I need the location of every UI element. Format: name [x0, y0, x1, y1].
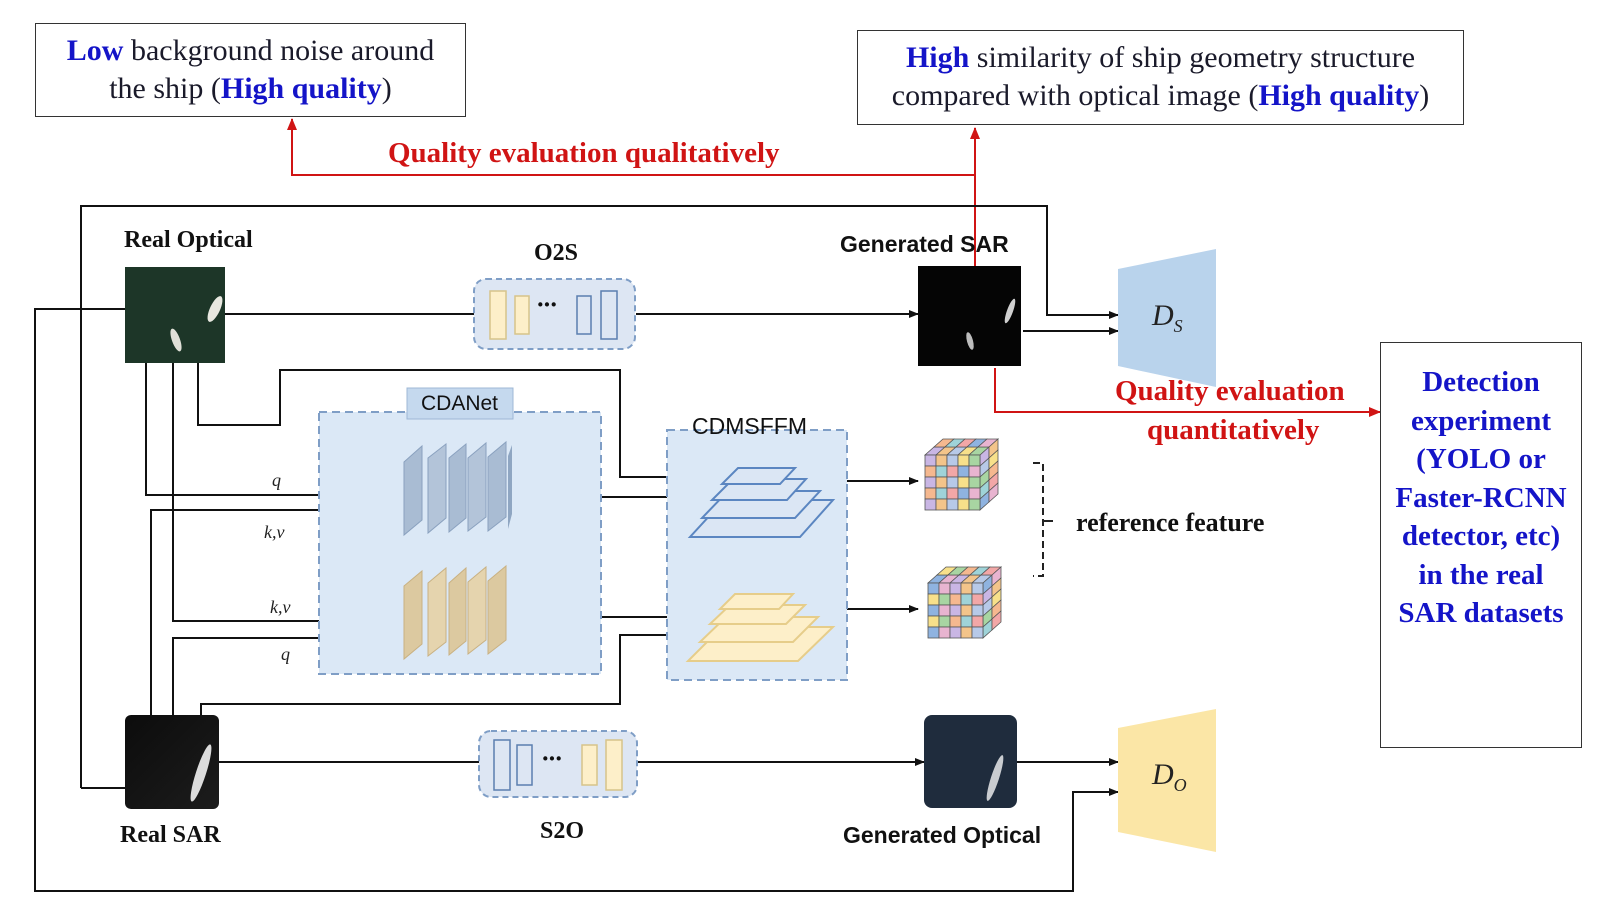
- reference-feature-cube-bottom: [926, 566, 1003, 639]
- kv-bottom-label: k,v: [270, 597, 291, 617]
- do-sub: O: [1173, 775, 1187, 795]
- detection-line: (YOLO or: [1416, 443, 1546, 475]
- detection-line: experiment: [1410, 404, 1552, 437]
- do-discriminator: [1118, 709, 1216, 852]
- high-similarity-line2-post: ): [1419, 79, 1430, 112]
- detection-line: Faster-RCNN: [1395, 481, 1567, 514]
- low-noise-line2-bold: High quality: [220, 72, 382, 105]
- kv-top-label: k,v: [264, 522, 285, 542]
- real-sar-label: Real SAR: [120, 822, 221, 848]
- detection-line: detector, etc): [1401, 520, 1561, 552]
- o2s-block: [473, 278, 636, 350]
- cdmsffm-blue-pyramid: [687, 467, 836, 538]
- qualitative-evaluation-arrows: [287, 118, 980, 268]
- low-noise-line2-pre: the ship (: [109, 72, 221, 105]
- low-noise-prefix: Low: [66, 34, 124, 67]
- generated-optical-label: Generated Optical: [843, 822, 1042, 848]
- reference-feature-cube-top: [923, 438, 1000, 511]
- q-top-label: q: [272, 470, 281, 490]
- high-similarity-prefix: High: [905, 41, 970, 74]
- s2o-label: S2O: [540, 818, 585, 844]
- real-sar-image: [125, 715, 219, 809]
- high-similarity-line2-pre: compared with optical image (: [891, 79, 1259, 112]
- real-optical-image: [125, 267, 225, 363]
- detection-line: in the real: [1418, 558, 1544, 591]
- kv-blue-line: [150, 506, 395, 715]
- high-similarity-note: High similarity of ship geometry structu…: [857, 30, 1464, 125]
- detection-line: Detection: [1422, 366, 1540, 398]
- reference-bracket: [1033, 462, 1044, 577]
- qualitative-eval-label: Quality evaluation qualitatively: [388, 137, 780, 169]
- sar-to-cdmsffm-line: [200, 631, 686, 715]
- s2o-block: [478, 730, 638, 798]
- do-label: DO: [1152, 758, 1187, 796]
- o2s-label: O2S: [534, 240, 579, 266]
- q-blue-line: [145, 360, 395, 499]
- detection-experiment-box: Detection experiment (YOLO or Faster-RCNN de…: [1380, 342, 1582, 748]
- cdanet-tag: [406, 387, 514, 420]
- quantitative-eval-label-line1: Quality evaluation: [1115, 375, 1345, 407]
- ds-discriminator: [1118, 249, 1216, 387]
- quantitative-evaluation-arrow: [994, 368, 1381, 417]
- cdanet-blue-features: [403, 440, 512, 537]
- cdanet-tan-features: [403, 564, 507, 661]
- ds-main: D: [1152, 299, 1174, 332]
- cdmsffm-tan-pyramid: [685, 593, 836, 662]
- ds-label: DS: [1152, 299, 1183, 337]
- ds-sub: S: [1173, 316, 1183, 336]
- generated-sar-label: Generated SAR: [840, 231, 1009, 257]
- low-noise-note: Low background noise around the ship (Hi…: [35, 23, 466, 117]
- do-main: D: [1152, 758, 1174, 791]
- quantitative-eval-label-line2: quantitatively: [1147, 414, 1320, 446]
- cdmsffm-label: CDMSFFM: [692, 413, 807, 439]
- q-bottom-label: q: [281, 644, 290, 664]
- cdanet-label: CDANet: [421, 392, 499, 415]
- reference-feature-label: reference feature: [1076, 508, 1265, 537]
- high-similarity-line2-bold: High quality: [1258, 79, 1420, 112]
- generated-sar-image: [918, 266, 1021, 366]
- detection-line: SAR datasets: [1398, 597, 1564, 629]
- o2s-ellipsis: ···: [536, 290, 558, 319]
- s2o-ellipsis: ···: [541, 744, 563, 773]
- optical-to-ds-line: [80, 205, 1119, 319]
- high-similarity-line1: similarity of ship geometry structure: [969, 41, 1416, 74]
- low-noise-line1: background noise around: [123, 34, 435, 67]
- low-noise-line2-post: ): [381, 72, 392, 105]
- optical-to-cdmsffm-line: [197, 360, 686, 481]
- left-loop-line: [34, 308, 1119, 892]
- real-optical-label: Real Optical: [124, 227, 253, 253]
- generated-optical-image: [924, 715, 1017, 808]
